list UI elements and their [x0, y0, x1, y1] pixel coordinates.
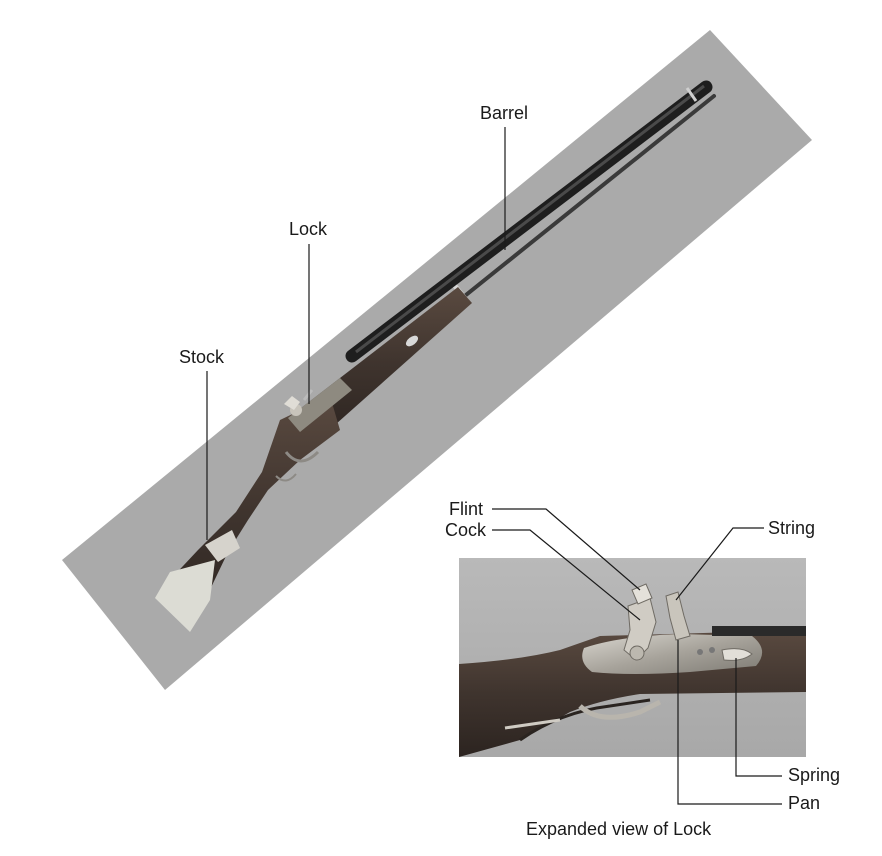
label-cock-group: Cock	[445, 520, 641, 621]
leader-pan	[677, 640, 782, 805]
label-string-group: String	[675, 518, 815, 601]
label-stock-group: Stock	[179, 347, 225, 540]
label-cock: Cock	[445, 520, 487, 540]
label-barrel-group: Barrel	[480, 103, 528, 250]
label-spring-group: Spring	[735, 658, 840, 785]
inset-barrel	[712, 626, 806, 636]
label-flint-group: Flint	[449, 499, 641, 591]
lock-mechanism	[284, 378, 352, 432]
label-spring: Spring	[788, 765, 840, 785]
inset-spring	[721, 648, 753, 661]
label-stock: Stock	[179, 347, 225, 367]
label-barrel: Barrel	[480, 103, 528, 123]
leader-flint	[492, 508, 641, 591]
label-pan: Pan	[788, 793, 820, 813]
inset-trigger-guard	[578, 699, 662, 720]
leader-spring	[735, 658, 782, 777]
leader-string	[675, 527, 764, 601]
leader-cock	[492, 529, 641, 621]
inset-frizzen	[665, 591, 691, 641]
label-lock: Lock	[289, 219, 328, 239]
label-flint: Flint	[449, 499, 483, 519]
rifle-photo	[62, 30, 812, 690]
stock-shape	[155, 396, 340, 632]
label-string: String	[768, 518, 815, 538]
inset-flint	[631, 583, 653, 605]
photo-background	[62, 30, 812, 690]
label-lock-group: Lock	[289, 219, 328, 404]
label-pan-group: Pan	[677, 640, 820, 813]
lock-inset-photo	[459, 558, 806, 757]
wedge-plate	[405, 335, 419, 347]
inset-caption: Expanded view of Lock	[526, 819, 712, 839]
